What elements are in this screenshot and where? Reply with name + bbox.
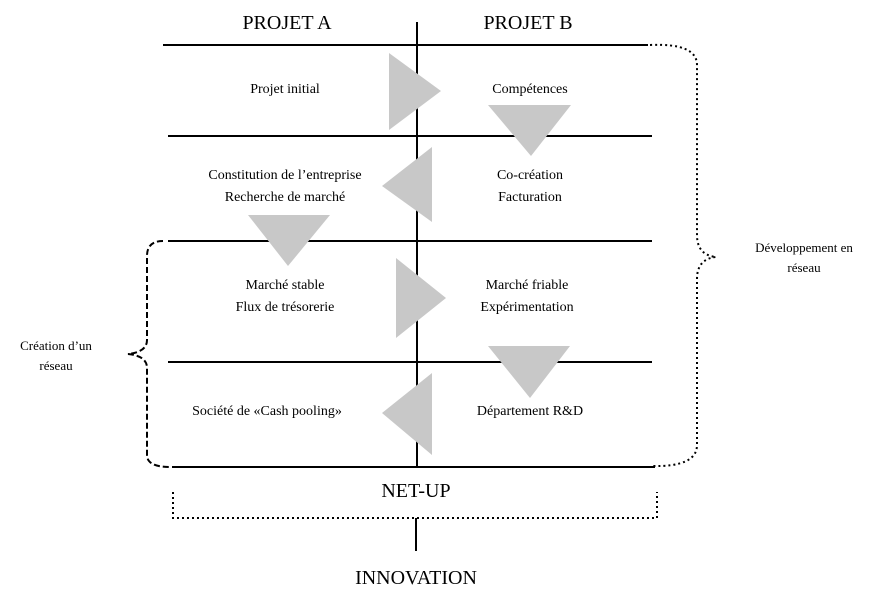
cell-a-1: Projet initial: [185, 79, 385, 101]
cell-b-3-line-2: Expérimentation: [480, 300, 574, 315]
arrow-down-2: [248, 215, 330, 266]
cell-a-3-line-2: Flux de trésorerie: [235, 300, 335, 315]
cell-a-2-line-2: Recherche de marché: [224, 190, 346, 205]
header-projet-a: PROJET A: [242, 12, 332, 34]
cell-b-1-line-1: Compétences: [492, 82, 568, 97]
arrow-down-3: [488, 346, 570, 398]
cell-b-4-line-1: Département R&D: [476, 404, 584, 419]
right-bracket: [649, 43, 717, 468]
left-bracket-label-line-1: Création d’un: [20, 338, 92, 353]
cell-b-1: Compétences: [430, 79, 630, 101]
cell-b-2-line-2: Facturation: [498, 190, 562, 205]
cell-b-3-line-1: Marché friable: [485, 278, 569, 293]
cell-a-2-line-1: Constitution de l’entreprise: [208, 168, 362, 183]
right-bracket-label: Développement en réseau: [737, 238, 871, 278]
cell-a-3: Marché stable Flux de trésorerie: [185, 275, 385, 319]
cell-a-2: Constitution de l’entreprise Recherche d…: [175, 165, 395, 209]
arrow-left-1: [382, 147, 432, 222]
left-bracket-label: Création d’un réseau: [2, 336, 110, 376]
net-up-label: NET-UP: [381, 480, 451, 502]
cell-b-2-line-1: Co-création: [496, 168, 564, 183]
cell-b-4: Département R&D: [430, 401, 630, 423]
cell-a-3-line-1: Marché stable: [245, 278, 325, 293]
cell-a-4: Société de «Cash pooling»: [167, 401, 367, 423]
arrow-left-2: [382, 373, 432, 455]
header-projet-b: PROJET B: [483, 12, 573, 34]
arrow-down-1: [488, 105, 571, 156]
left-bracket-label-line-2: réseau: [39, 358, 73, 373]
left-bracket: [127, 240, 171, 468]
right-bracket-label-line-1: Développement en: [755, 240, 853, 255]
cell-a-4-line-1: Société de «Cash pooling»: [192, 404, 342, 419]
cell-a-1-line-1: Projet initial: [250, 82, 320, 97]
cell-b-2: Co-création Facturation: [430, 165, 630, 209]
right-bracket-label-line-2: réseau: [787, 260, 821, 275]
innovation-label: INNOVATION: [355, 567, 477, 589]
cell-b-3: Marché friable Expérimentation: [427, 275, 627, 319]
arrow-right-1: [389, 53, 441, 130]
arrow-right-2: [396, 258, 446, 338]
